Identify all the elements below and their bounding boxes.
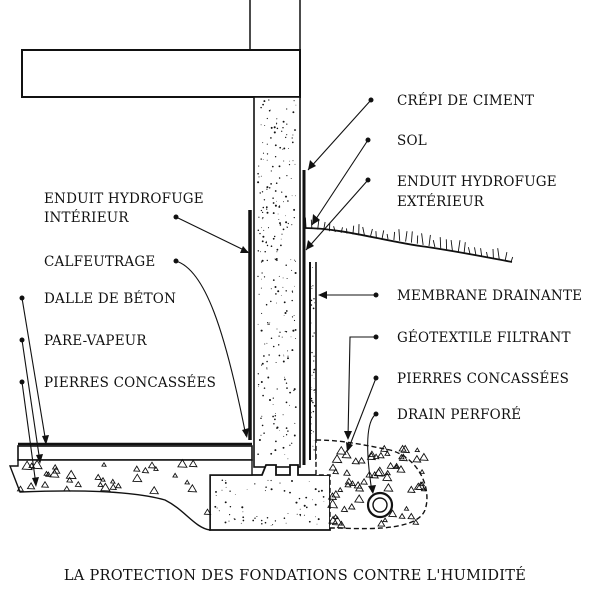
labels-right: CRÉPI DE CIMENT SOL ENDUIT HYDROFUGE EXT… (397, 93, 582, 423)
leader-lines-left (19, 214, 249, 487)
label-geotextile-filtrant: GÉOTEXTILE FILTRANT (397, 330, 571, 346)
label-pierres-concassees-interieur: PIERRES CONCASSÉES (44, 375, 216, 391)
exterior-crushed-stone (315, 439, 429, 530)
upper-wall (249, 0, 301, 50)
labels-left: ENDUIT HYDROFUGE INTÉRIEUR CALFEUTRAGE D… (44, 191, 216, 391)
label-enduit-hydrofuge-interieur-2: INTÉRIEUR (44, 210, 129, 226)
perforated-drain (366, 491, 394, 519)
label-pare-vapeur: PARE-VAPEUR (44, 333, 147, 349)
floor-beam (21, 49, 301, 98)
label-dalle-de-beton: DALLE DE BÉTON (44, 291, 176, 307)
wall-concrete-texture (257, 99, 297, 460)
label-enduit-hydrofuge-exterieur-1: ENDUIT HYDROFUGE (397, 174, 557, 190)
label-drain-perfore: DRAIN PERFORÉ (397, 407, 521, 423)
ground-surface (303, 217, 514, 263)
leader-lines-right (305, 97, 379, 494)
diagram-title: LA PROTECTION DES FONDATIONS CONTRE L'HU… (64, 566, 526, 584)
foundation-wall (248, 96, 306, 468)
label-enduit-hydrofuge-exterieur-2: EXTÉRIEUR (397, 194, 485, 210)
label-sol: SOL (397, 133, 427, 149)
label-membrane-drainante: MEMBRANE DRAINANTE (397, 288, 582, 304)
label-enduit-hydrofuge-interieur-1: ENDUIT HYDROFUGE (44, 191, 204, 207)
label-crepi-de-ciment: CRÉPI DE CIMENT (397, 93, 534, 109)
interior-crushed-stone (8, 458, 253, 531)
concrete-slab (17, 442, 253, 461)
label-pierres-concassees-exterieur: PIERRES CONCASSÉES (397, 371, 569, 387)
drainage-membrane (309, 262, 317, 460)
label-calfeutrage: CALFEUTRAGE (44, 254, 155, 270)
